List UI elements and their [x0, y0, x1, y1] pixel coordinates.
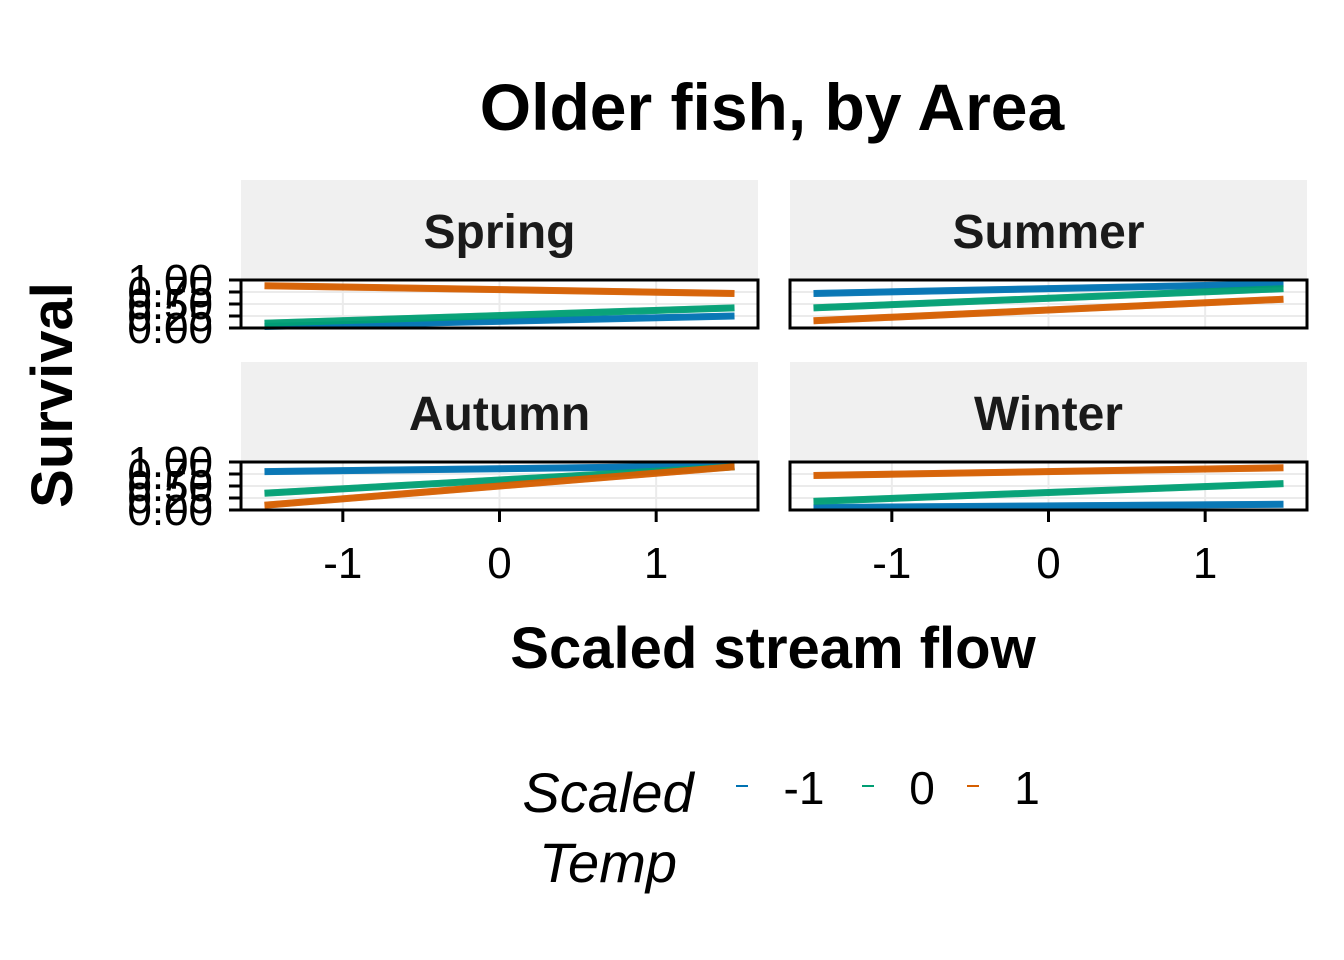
- x-tick-label: 1: [1193, 539, 1217, 588]
- series-1-line: [813, 464, 1284, 479]
- series-0-band: [813, 480, 1284, 505]
- series--1-line: [264, 462, 735, 476]
- legend-title: Temp: [539, 831, 677, 894]
- series-1-band: [264, 282, 735, 297]
- facet-strip-label: Winter: [974, 388, 1123, 441]
- series-0-line: [264, 304, 735, 327]
- series--1-line: [813, 500, 1284, 512]
- y-tick-label: 1.00: [127, 256, 213, 305]
- legend-label: 1: [1014, 762, 1040, 814]
- y-tick-label: 0.00: [127, 486, 213, 535]
- facet-strip: [790, 180, 1307, 280]
- y-tick-label: 0.75: [127, 268, 213, 317]
- series-0-line: [813, 285, 1284, 312]
- series-0-band: [264, 304, 735, 327]
- facet-strip: [790, 362, 1307, 462]
- facet-strip-label: Summer: [952, 206, 1144, 259]
- panel-border: [788, 278, 1309, 330]
- facet-strip-label: Autumn: [409, 388, 590, 441]
- facet-strip: [241, 362, 758, 462]
- legend-label: -1: [784, 762, 825, 814]
- y-tick-label: 0.25: [127, 474, 213, 523]
- x-tick-label: 1: [644, 539, 668, 588]
- series-1-band: [813, 295, 1284, 325]
- x-tick-label: 0: [1036, 539, 1060, 588]
- x-tick-label: -1: [872, 539, 911, 588]
- y-tick-label: 0.00: [127, 304, 213, 353]
- y-tick-label: 1.00: [127, 438, 213, 487]
- legend-title: Scaled: [522, 761, 695, 824]
- series--1-line: [813, 280, 1284, 297]
- series-1-line: [264, 463, 735, 509]
- facet-panel-spring: Spring 0.000.250.500.751.00: [127, 180, 760, 353]
- y-tick-label: 0.50: [127, 462, 213, 511]
- facet-panel-autumn: Autumn 0.000.250.500.751.00 -1 0 1: [127, 362, 760, 588]
- facet-panels: Spring0.000.250.500.751.00SummerAutumn0.…: [127, 180, 1309, 588]
- y-tick-label: 0.50: [127, 280, 213, 329]
- y-axis-label: Survival: [20, 282, 85, 508]
- series-0-line: [813, 480, 1284, 505]
- x-axis-label: Scaled stream flow: [510, 616, 1036, 681]
- series-0-band: [813, 285, 1284, 312]
- series-1-band: [813, 464, 1284, 479]
- legend-entry: -1: [736, 762, 824, 814]
- chart-title: Older fish, by Area: [480, 70, 1066, 144]
- x-tick-label: 0: [487, 539, 511, 588]
- x-tick-label: -1: [323, 539, 362, 588]
- legend-entry: 0: [862, 762, 935, 814]
- facet-panel-winter: Winter -1 0 1: [788, 362, 1309, 588]
- series--1-band: [813, 280, 1284, 297]
- facet-strip-label: Spring: [424, 206, 576, 259]
- y-tick-label: 0.25: [127, 292, 213, 341]
- series-1-line: [813, 295, 1284, 325]
- series-1-line: [264, 282, 735, 297]
- facet-strip: [241, 180, 758, 280]
- y-tick-label: 0.75: [127, 450, 213, 499]
- legend-entry: 1: [967, 762, 1040, 814]
- facet-panel-summer: Summer: [788, 180, 1309, 330]
- series--1-line: [264, 312, 735, 331]
- legend-label: 0: [909, 762, 935, 814]
- series-1-band: [264, 463, 735, 509]
